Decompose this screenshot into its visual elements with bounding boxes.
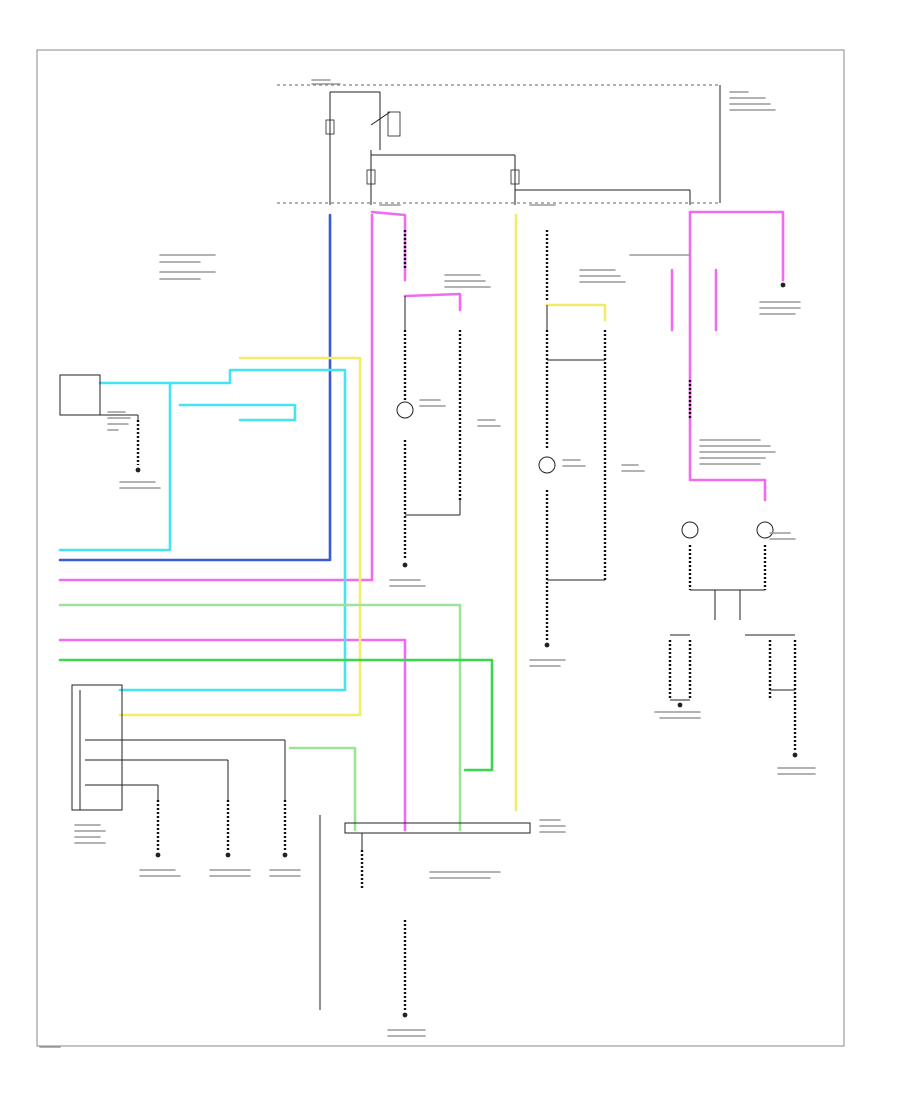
ground-icon [155, 852, 161, 858]
bulb-icon [396, 401, 414, 419]
ground-icon [544, 642, 550, 648]
fuse-block [277, 84, 721, 205]
left-module [59, 374, 101, 416]
ground-icon [402, 1012, 408, 1018]
bulb-icon [756, 521, 774, 539]
black-wires [59, 296, 795, 1010]
relay-icon [370, 111, 401, 150]
fuse-icon [325, 119, 520, 185]
ground-icon [402, 562, 408, 568]
ground-icon [135, 467, 141, 473]
bulb-icon [538, 456, 556, 474]
bulbs [396, 401, 774, 539]
ground-icon [792, 752, 798, 758]
diagram-frame [36, 49, 845, 1047]
label-marks [39, 79, 816, 1048]
lower-left-module [71, 684, 123, 811]
connectors [136, 230, 797, 1010]
ground-icon [282, 852, 288, 858]
ground-icon [780, 282, 786, 288]
ground-icon [225, 852, 231, 858]
ground-icon [677, 702, 683, 708]
wires [58, 210, 785, 832]
bulb-icon [681, 521, 699, 539]
grounds [135, 282, 798, 1018]
harness-bar [344, 822, 531, 834]
